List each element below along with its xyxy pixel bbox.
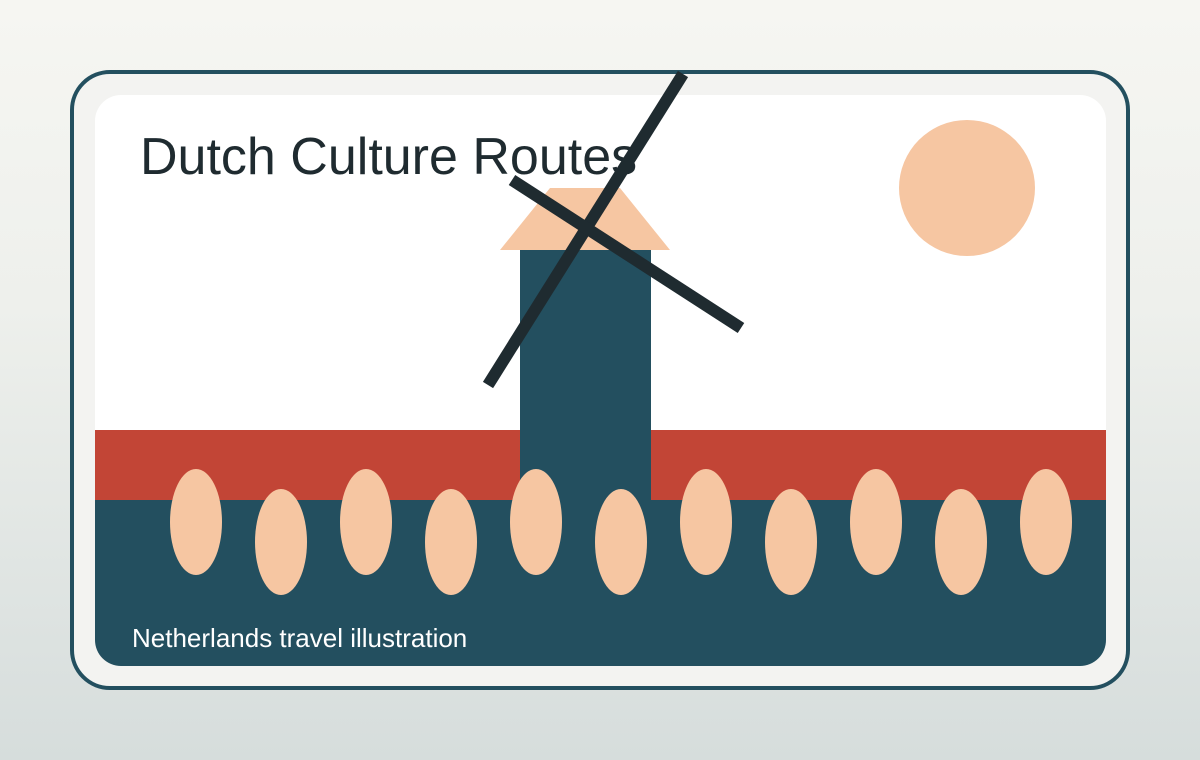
- windmill-icon: [482, 70, 745, 389]
- tulip-icon: [850, 469, 902, 575]
- tulip-icon: [425, 489, 477, 595]
- tulip-row: [170, 469, 1072, 595]
- tulip-icon: [680, 469, 732, 575]
- poster-caption: Netherlands travel illustration: [132, 623, 467, 653]
- tulip-icon: [255, 489, 307, 595]
- tulip-icon: [170, 469, 222, 575]
- tulip-icon: [1020, 469, 1072, 575]
- windmill-tower: [520, 250, 651, 502]
- poster-title: Dutch Culture Routes: [140, 128, 637, 186]
- tulip-icon: [340, 469, 392, 575]
- windmill-blade-cross: [508, 174, 745, 334]
- sun-icon: [899, 120, 1035, 256]
- tulip-icon: [510, 469, 562, 575]
- tulip-icon: [595, 489, 647, 595]
- tulip-icon: [765, 489, 817, 595]
- tulip-icon: [935, 489, 987, 595]
